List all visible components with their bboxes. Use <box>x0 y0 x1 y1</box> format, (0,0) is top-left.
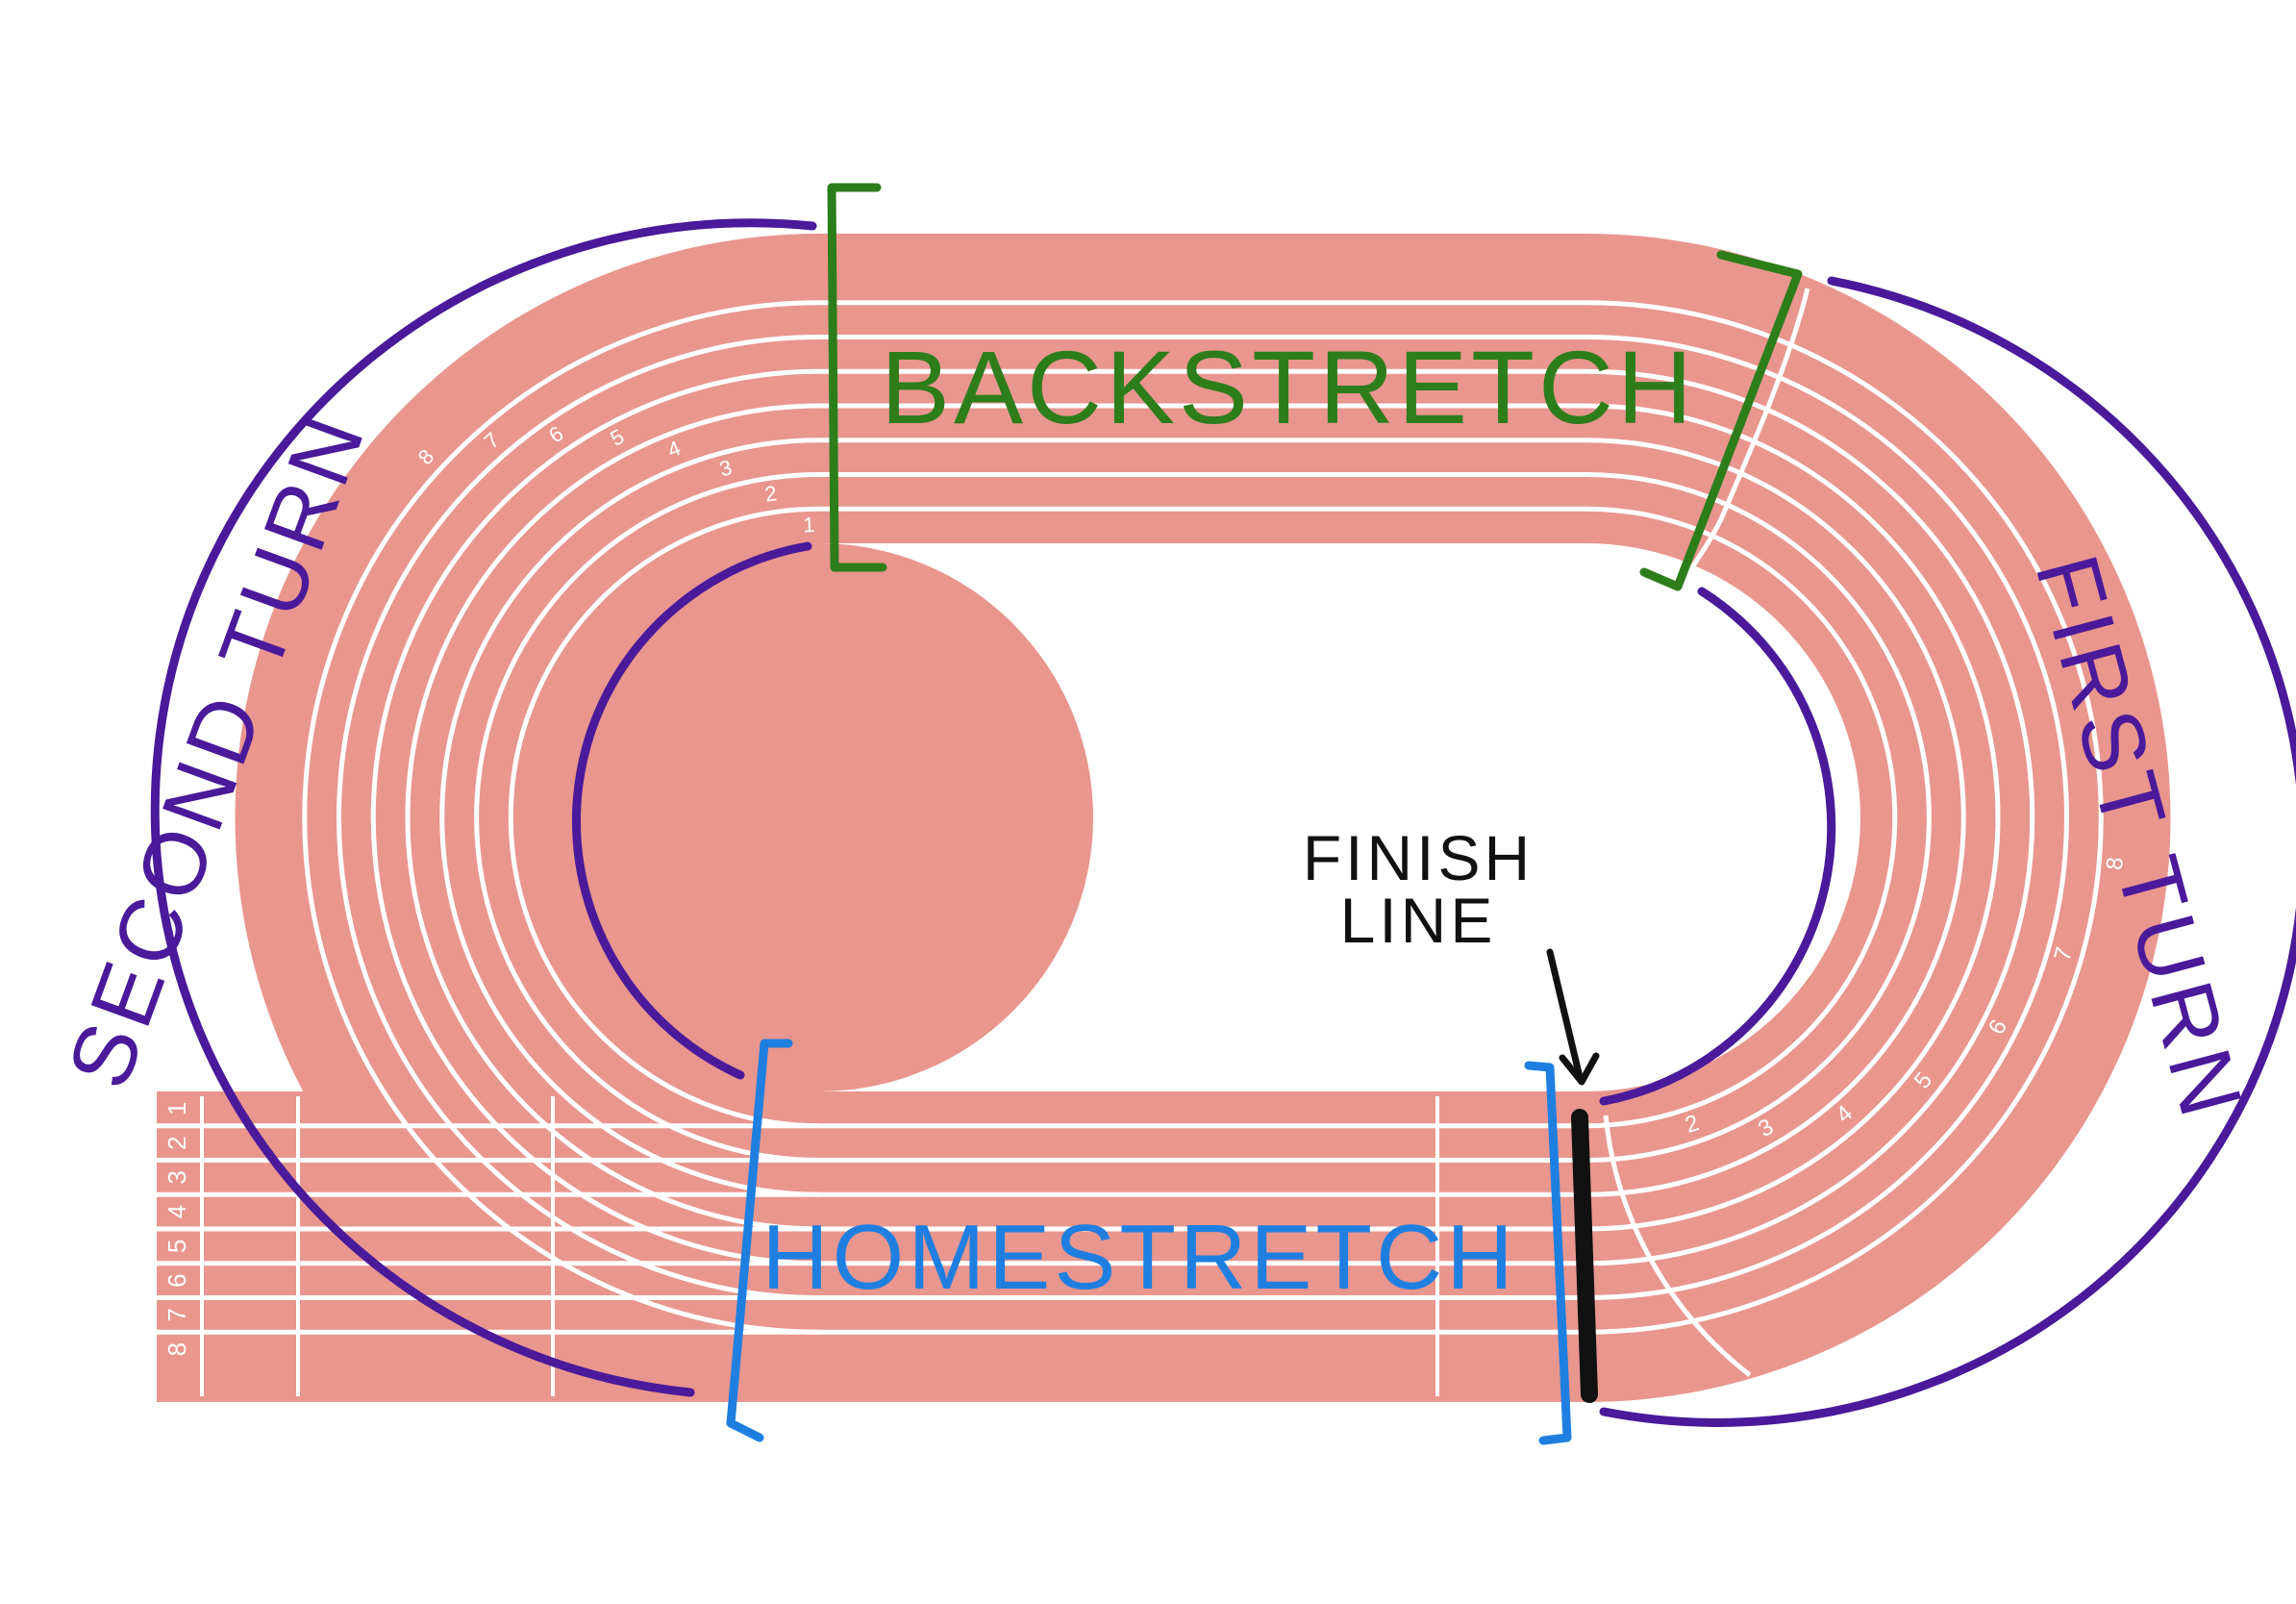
homestretch-bracket <box>726 1039 1572 1445</box>
lane-number: 8 <box>162 1342 191 1356</box>
stagger-curve-bottom <box>1603 1115 1752 1377</box>
stagger-curve-top <box>1689 288 1810 569</box>
lane-number: 4 <box>162 1205 191 1218</box>
homestretch-label: HOMESTRETCH <box>761 1206 1516 1309</box>
second-turn-inner-arc <box>571 541 812 1080</box>
finish-line-label-1: FINISH <box>1303 822 1534 893</box>
lane-number-column: 1 2 3 4 5 6 7 8 <box>162 1102 191 1357</box>
backstretch-bracket <box>827 183 1803 591</box>
lane-number: 2 <box>763 481 779 507</box>
lane-number: 8 <box>2102 856 2129 871</box>
second-turn-outer-arc <box>150 218 817 1397</box>
lane-lines <box>157 300 2104 1335</box>
finish-line <box>1571 1109 1598 1403</box>
first-turn-outer-arc <box>1599 276 2296 1427</box>
lane-number: 2 <box>162 1136 191 1149</box>
lane-number: 3 <box>162 1170 191 1184</box>
lane-number: 6 <box>162 1273 191 1287</box>
lane-number: 7 <box>162 1308 191 1321</box>
lane-number: 1 <box>803 513 815 537</box>
backstretch-label: BACKSTRETCH <box>881 329 1696 445</box>
lane-number: 5 <box>162 1240 191 1253</box>
finish-arrow <box>1546 948 1600 1086</box>
start-grid <box>200 1096 1439 1396</box>
first-turn-inner-arc <box>1599 587 1836 1106</box>
finish-line-label-2: LINE <box>1340 885 1497 956</box>
lane-number: 1 <box>162 1102 191 1115</box>
turn-arcs <box>150 218 2296 1427</box>
